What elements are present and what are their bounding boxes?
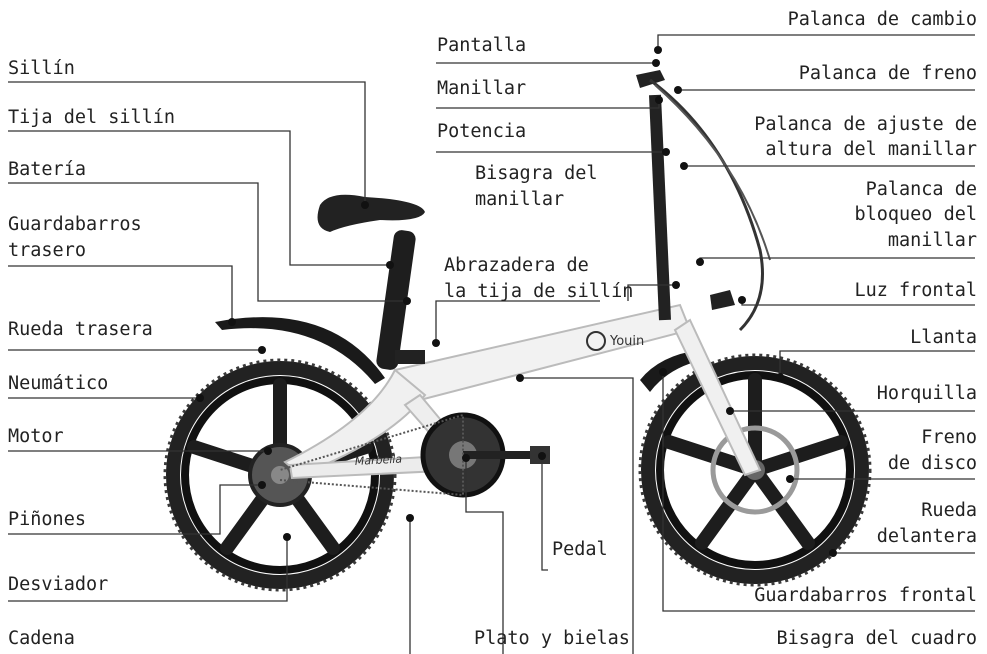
brand-icon (586, 331, 606, 351)
label-abrazadera-2: la tija de sillín (444, 281, 634, 302)
label-bisagra-manillar-2: manillar (475, 189, 565, 210)
leader-lines (8, 34, 975, 654)
label-motor: Motor (8, 426, 64, 447)
label-pantalla: Pantalla (437, 35, 527, 56)
label-desviador: Desviador (8, 574, 109, 595)
label-freno-1: Freno (921, 427, 977, 448)
label-llanta: Llanta (910, 327, 977, 348)
label-bateria: Batería (8, 159, 86, 180)
label-plato: Plato y bielas (474, 628, 630, 649)
leader-dots (196, 46, 837, 557)
label-rueda-del-2: delantera (876, 526, 977, 547)
crank (279, 412, 550, 498)
label-palanca-freno: Palanca de freno (798, 63, 977, 84)
label-pinones: Piñones (8, 509, 86, 530)
label-bloqueo-2: bloqueo del (854, 204, 977, 225)
label-rueda-del-1: Rueda (921, 500, 977, 521)
label-abrazadera-1: Abrazadera de (444, 255, 589, 276)
seat-assembly (317, 194, 425, 370)
label-manillar: Manillar (437, 78, 527, 99)
label-bloqueo-3: manillar (887, 230, 977, 251)
label-bloqueo-1: Palanca de (865, 179, 977, 200)
label-luz-frontal: Luz frontal (854, 280, 977, 301)
label-bisagra-manillar-1: Bisagra del (475, 163, 598, 184)
label-sillin: Sillín (8, 58, 75, 79)
label-rueda-trasera: Rueda trasera (8, 319, 153, 340)
label-neumatico: Neumático (8, 373, 109, 394)
label-guardabarros-trasero-1: Guardabarros (8, 214, 142, 235)
label-cadena: Cadena (8, 628, 75, 649)
label-horquilla: Horquilla (876, 383, 977, 404)
label-bisagra-cuadro: Bisagra del cuadro (776, 628, 977, 649)
label-tija: Tija del sillín (8, 107, 176, 128)
label-freno-2: de disco (887, 453, 977, 474)
label-ajuste-2: altura del manillar (765, 139, 977, 160)
label-guardabarros-trasero-2: trasero (8, 240, 86, 261)
label-palanca-cambio: Palanca de cambio (787, 9, 977, 30)
model-name: Marbella (354, 453, 402, 468)
label-guardabarros-frontal: Guardabarros frontal (754, 585, 977, 606)
label-potencia: Potencia (437, 121, 527, 142)
front-fender (640, 350, 702, 392)
label-pedal: Pedal (552, 539, 608, 560)
brand-logo: Youin (609, 334, 644, 349)
label-ajuste-1: Palanca de ajuste de (754, 114, 977, 135)
